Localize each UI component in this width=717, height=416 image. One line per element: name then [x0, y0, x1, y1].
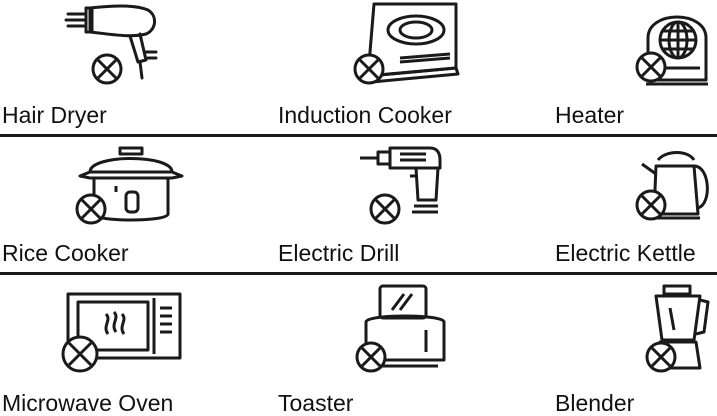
row-divider [0, 134, 717, 137]
item-label: Blender [555, 390, 635, 416]
hair-dryer-icon [60, 2, 170, 92]
item-label: Electric Kettle [555, 240, 696, 266]
item-label: Heater [555, 102, 625, 128]
electric-drill-icon [356, 142, 446, 222]
circle-cross-icon [352, 52, 386, 86]
circle-cross-icon [90, 52, 124, 86]
item-label: Hair Dryer [2, 102, 107, 128]
circle-cross-icon [644, 340, 678, 374]
item-label: Microwave Oven [2, 390, 174, 416]
heater-icon [640, 4, 714, 88]
row-divider [0, 272, 717, 275]
circle-cross-icon [634, 188, 668, 222]
circle-cross-icon [368, 192, 402, 226]
microwave-oven-icon [66, 292, 182, 364]
circle-cross-icon [354, 340, 388, 374]
item-label: Electric Drill [278, 240, 400, 266]
item-label: Rice Cooker [2, 240, 129, 266]
item-label: Induction Cooker [278, 102, 452, 128]
circle-cross-icon [60, 334, 100, 374]
circle-cross-icon [74, 192, 108, 226]
circle-cross-icon [634, 50, 668, 84]
item-label: Toaster [278, 390, 354, 416]
